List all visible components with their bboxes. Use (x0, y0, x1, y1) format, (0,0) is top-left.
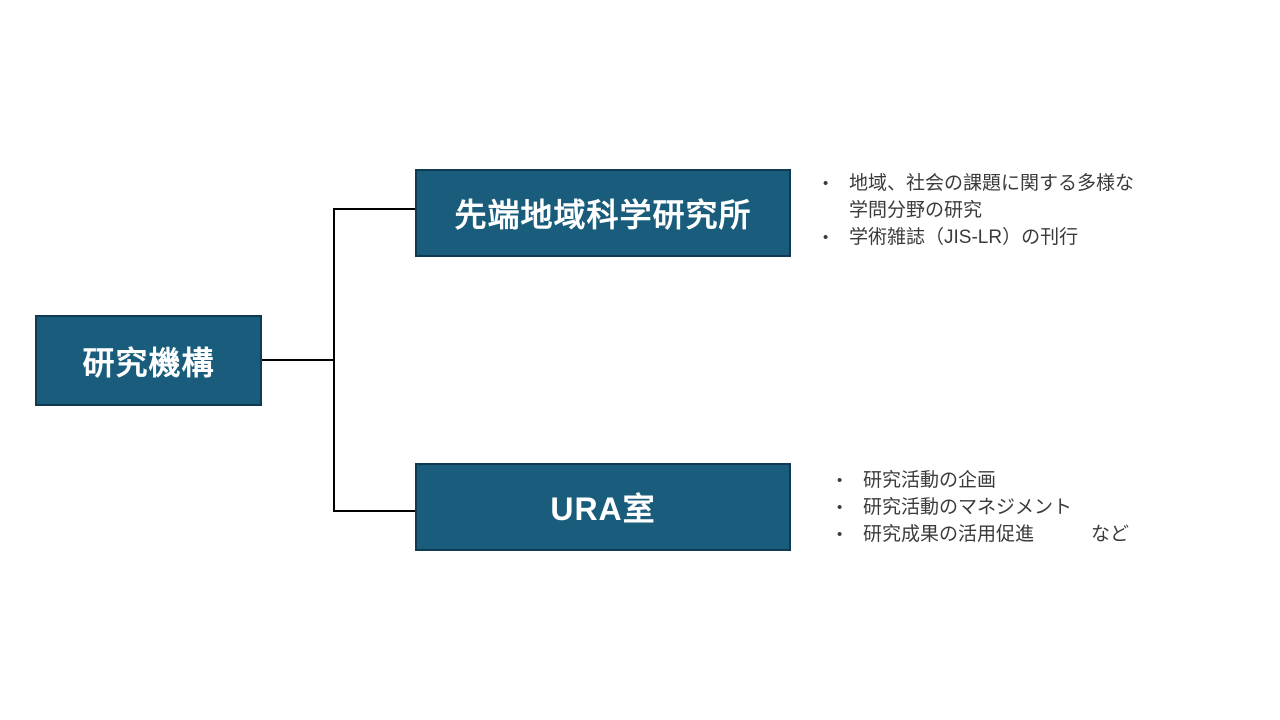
list-item: • 研究活動の企画 (824, 467, 1214, 494)
list-item: • 研究活動のマネジメント (824, 494, 1214, 521)
org-box-root-label: 研究機構 (82, 344, 215, 381)
org-box-ura: URA室 (415, 463, 791, 551)
connector-top-horizontal (334, 208, 415, 210)
org-box-institute-label: 先端地域科学研究所 (454, 197, 752, 233)
connector-root-horizontal (262, 359, 335, 361)
list-item: • 研究成果の活用促進 など (824, 521, 1214, 548)
bullet-icon: • (837, 472, 843, 489)
org-box-root: 研究機構 (35, 315, 262, 406)
bullet-item-text: 研究成果の活用促進 など (863, 524, 1130, 545)
list-item: • 地域、社会の課題に関する多様な 学問分野の研究 (810, 170, 1200, 224)
bullet-item-text: 学術雑誌（JIS-LR）の刊行 (849, 227, 1079, 248)
org-box-institute: 先端地域科学研究所 (415, 169, 791, 257)
bullet-icon: • (837, 526, 843, 543)
list-item: • 学術雑誌（JIS-LR）の刊行 (810, 224, 1200, 251)
bullet-item-text: 研究活動の企画 (863, 470, 997, 491)
bullet-icon: • (837, 499, 843, 516)
connector-bottom-horizontal (334, 510, 415, 512)
org-box-ura-label: URA室 (550, 491, 656, 527)
institute-bullet-list: • 地域、社会の課題に関する多様な 学問分野の研究 • 学術雑誌（JIS-LR）… (810, 170, 1200, 251)
bullet-icon: • (823, 175, 829, 192)
ura-bullet-list: • 研究活動の企画 • 研究活動のマネジメント • 研究成果の活用促進 など (824, 467, 1214, 548)
bullet-item-text: 研究活動のマネジメント (863, 497, 1073, 518)
connector-vertical (333, 208, 335, 512)
bullet-icon: • (823, 229, 829, 246)
bullet-item-text: 地域、社会の課題に関する多様な 学問分野の研究 (849, 173, 1135, 221)
